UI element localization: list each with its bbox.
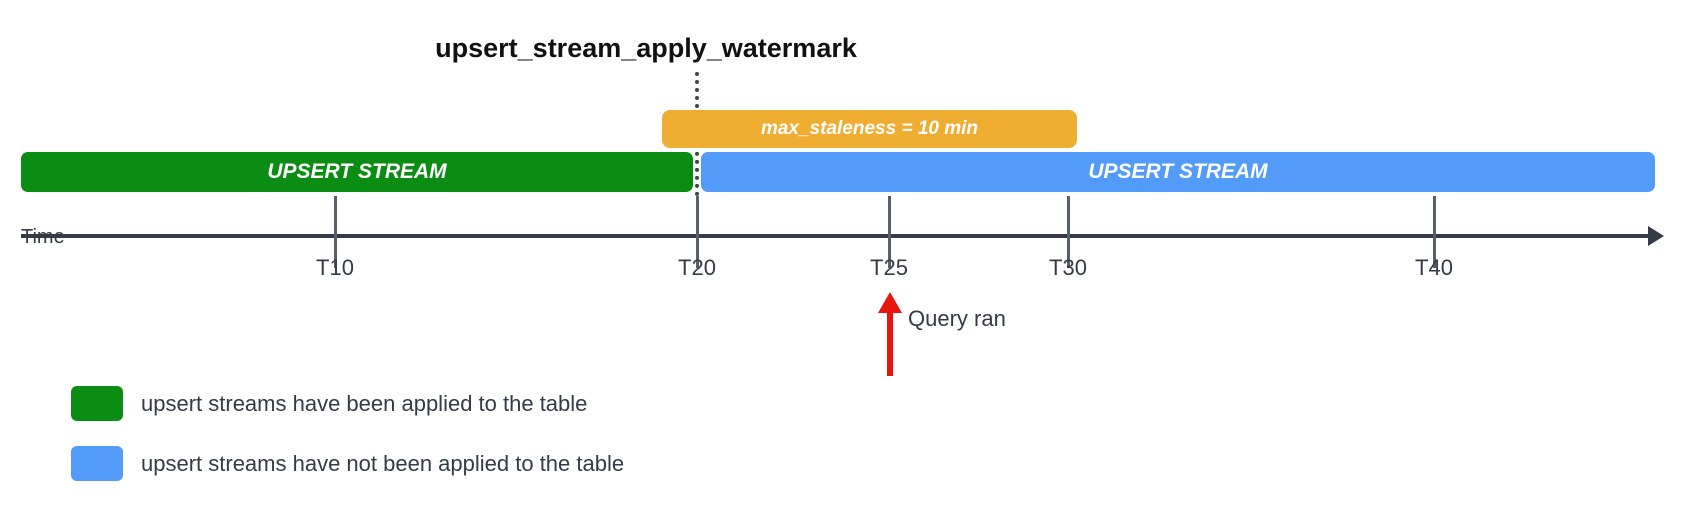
axis-tick-label-t30: T30 — [1049, 255, 1087, 280]
axis-tick-t25 — [888, 196, 891, 268]
axis-tick-label-t40: T40 — [1415, 255, 1453, 280]
time-axis-arrow-icon — [1648, 226, 1664, 246]
query-ran-arrow-shaft — [887, 310, 893, 376]
axis-tick-t10 — [334, 196, 337, 268]
legend-swatch-applied — [71, 386, 123, 421]
axis-tick-t30 — [1067, 196, 1070, 268]
legend-label-applied: upsert streams have been applied to the … — [141, 390, 588, 416]
axis-tick-label-t25: T25 — [870, 255, 908, 280]
axis-tick-t40 — [1433, 196, 1436, 268]
upsert-stream-applied-bar: UPSERT STREAM — [21, 152, 693, 192]
upsert-stream-not-applied-bar: UPSERT STREAM — [701, 152, 1655, 192]
axis-tick-label-t10: T10 — [316, 255, 354, 280]
time-axis-label: Time — [21, 226, 65, 248]
legend-item-applied: upsert streams have been applied to the … — [71, 386, 587, 421]
max-staleness-bar: max_staleness = 10 min — [662, 110, 1077, 148]
query-ran-arrow-icon — [878, 292, 902, 313]
axis-tick-label-t20: T20 — [678, 255, 716, 280]
legend-label-not-applied: upsert streams have not been applied to … — [141, 450, 625, 476]
legend-swatch-not-applied — [71, 446, 123, 481]
query-ran-label: Query ran — [908, 306, 1006, 331]
axis-tick-t20 — [696, 196, 699, 268]
diagram-title: upsert_stream_apply_watermark — [435, 33, 857, 63]
legend-item-not-applied: upsert streams have not been applied to … — [71, 446, 624, 481]
time-axis-line — [21, 234, 1655, 238]
